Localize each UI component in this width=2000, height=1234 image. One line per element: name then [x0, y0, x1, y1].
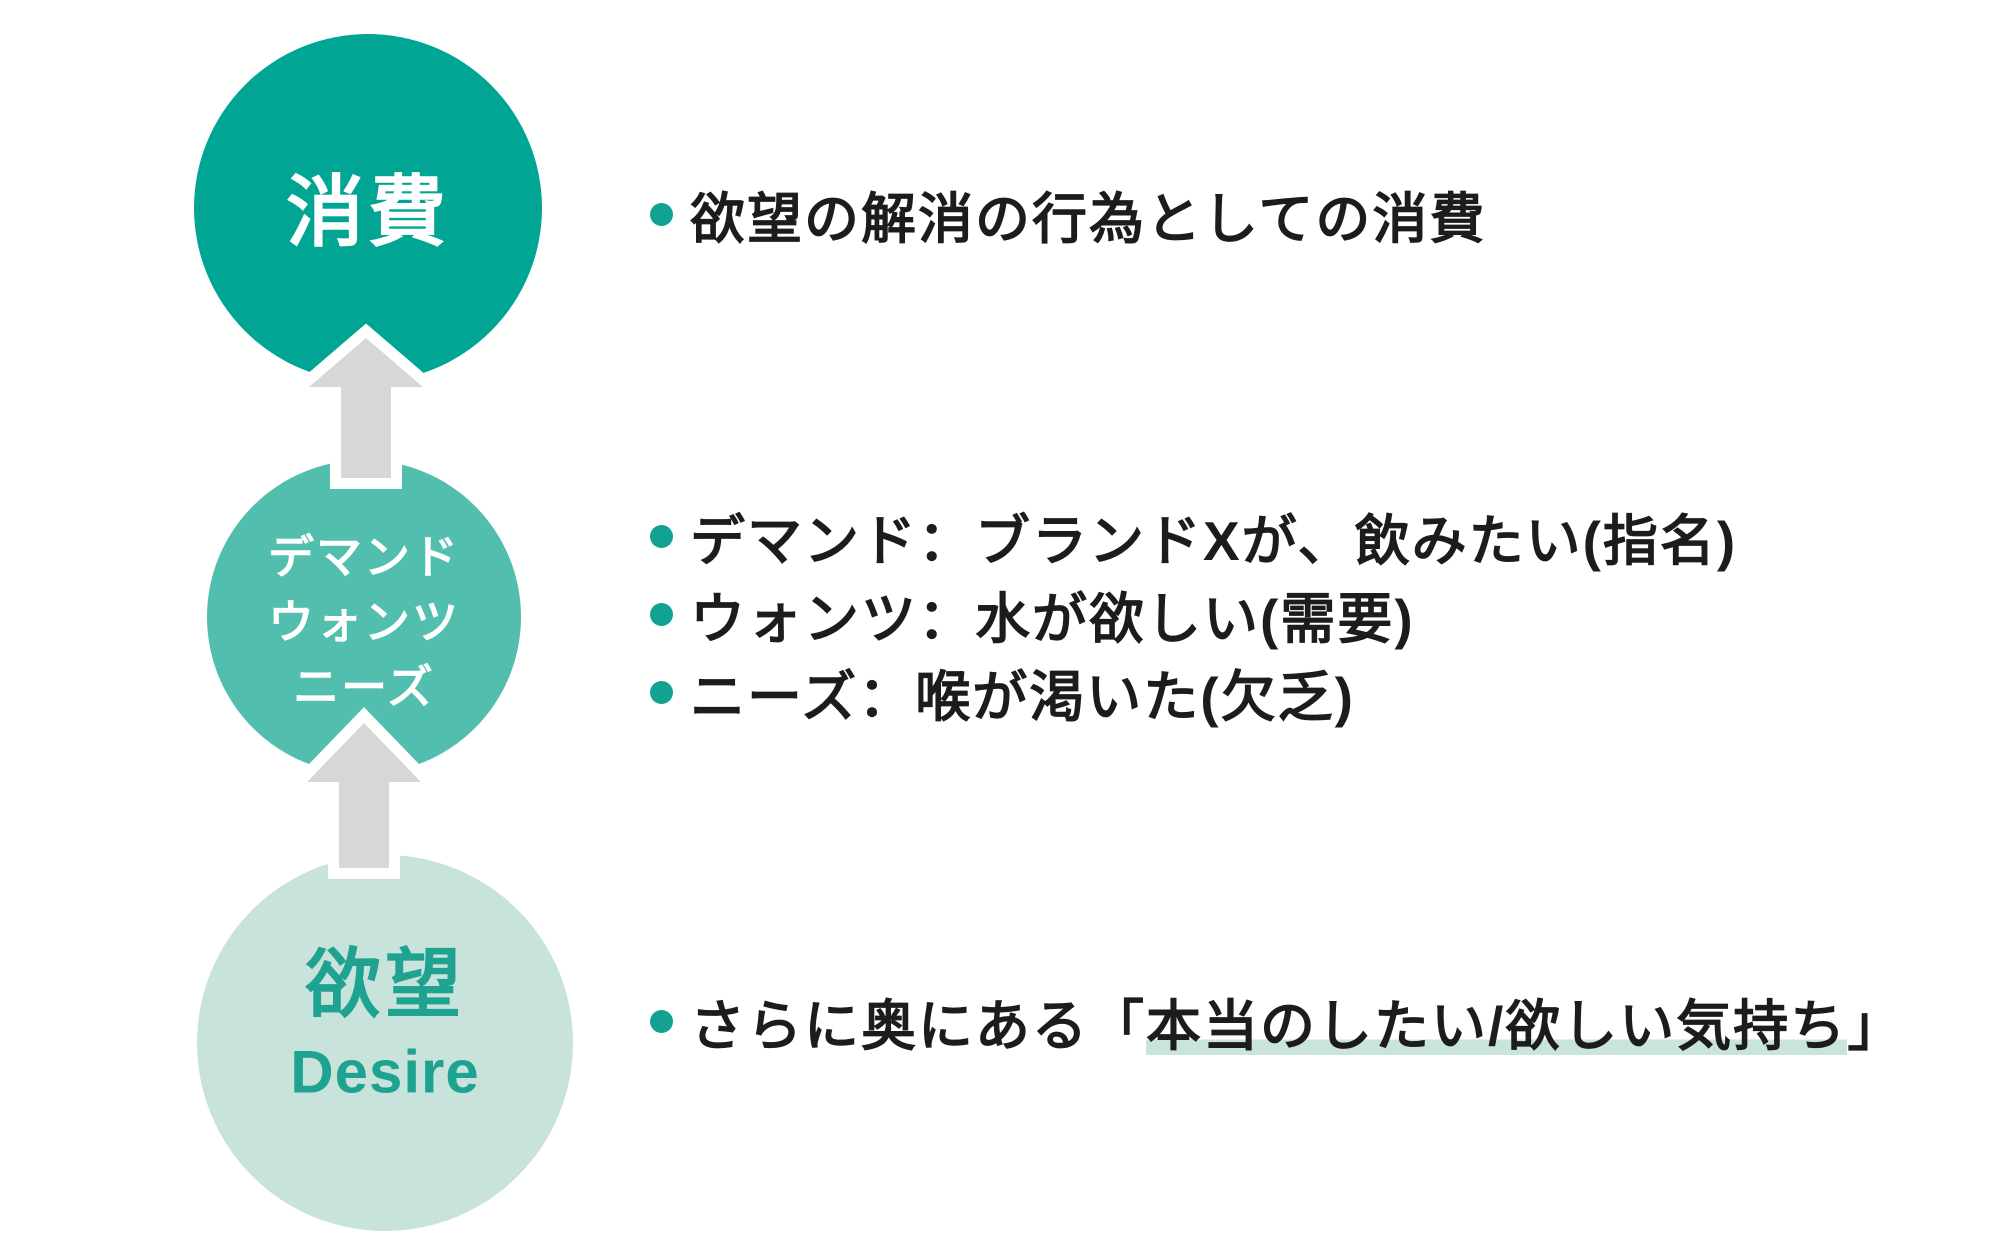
list-item: ニーズ：喉が渇いた(欠乏)	[650, 653, 1737, 731]
needs-label-line: ニーズ	[293, 661, 435, 713]
desire-note-prefix: さらに奥にある「	[690, 995, 1147, 1057]
consumption-notes: 欲望の解消の行為としての消費	[650, 175, 1486, 253]
desire-note-highlighted: 本当のしたい/欲しい気持ち	[1146, 995, 1848, 1057]
desire-circle-label: 欲望	[304, 943, 465, 1028]
consumption-circle-label: 消費	[286, 168, 450, 256]
desire-notes: さらに奥にある「本当のしたい/欲しい気持ち」	[650, 982, 1904, 1060]
bullet-dot-icon	[650, 1009, 673, 1033]
list-item: デマンド：ブランドXが、飲みたい(指名)	[650, 497, 1737, 575]
bullet-dot-icon	[650, 524, 673, 548]
list-item: さらに奥にある「本当のしたい/欲しい気持ち」	[650, 982, 1904, 1060]
desire-note-text: さらに奥にある「本当のしたい/欲しい気持ち」	[690, 981, 1904, 1061]
desire-circle-sublabel: Desire	[290, 1039, 479, 1106]
wants-note-text: ウォンツ：水が欲しい(需要)	[690, 588, 1415, 650]
needs-note-text: ニーズ：喉が渇いた(欠乏)	[690, 666, 1355, 728]
desire-circle	[197, 855, 573, 1231]
demand-wants-needs-notes: デマンド：ブランドXが、飲みたい(指名) ウォンツ：水が欲しい(需要) ニーズ：…	[650, 497, 1737, 731]
demand-label-line: デマンド	[268, 531, 460, 583]
list-item: 欲望の解消の行為としての消費	[650, 175, 1486, 253]
desire-note-suffix: 」	[1847, 995, 1905, 1057]
demand-wants-needs-circle	[207, 460, 521, 774]
list-item: ウォンツ：水が欲しい(需要)	[650, 575, 1737, 653]
consumption-note-text: 欲望の解消の行為としての消費	[690, 188, 1487, 250]
demand-note-text: デマンド：ブランドXが、飲みたい(指名)	[690, 510, 1738, 572]
bullet-dot-icon	[650, 680, 673, 704]
consumption-circle	[194, 34, 542, 382]
funnel-graphic: 消費 デマンド ウォンツ ニーズ 欲望 Desire	[194, 34, 573, 1231]
bullet-dot-icon	[650, 202, 673, 226]
bullet-dot-icon	[650, 602, 673, 626]
wants-label-line: ウォンツ	[268, 596, 460, 648]
arrow-up-icon	[281, 707, 447, 879]
arrow-up-icon	[279, 323, 453, 489]
